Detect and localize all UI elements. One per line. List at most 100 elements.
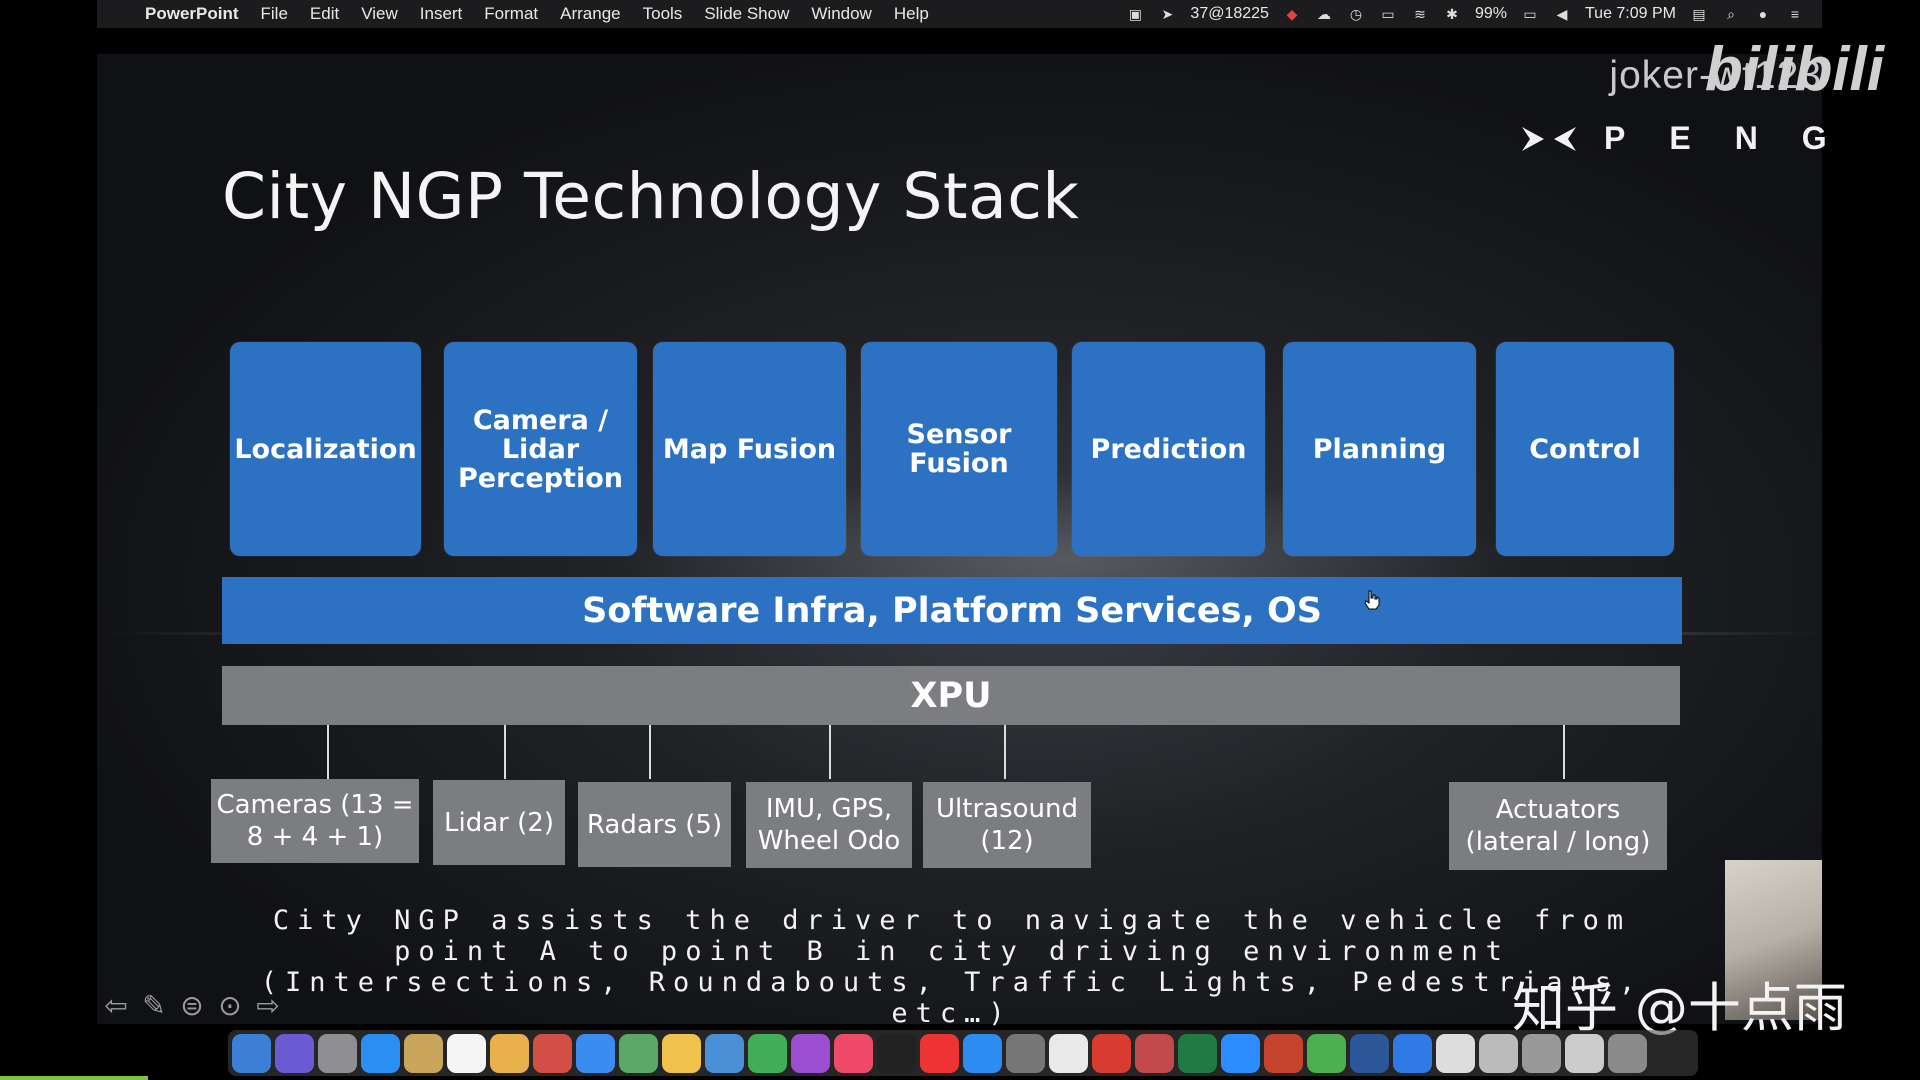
- cloud-icon[interactable]: ☁: [1316, 6, 1331, 22]
- connector-line: [829, 725, 831, 779]
- hw-radars: Radars (5): [578, 782, 731, 867]
- module-camera-lidar-perception: Camera / Lidar Perception: [444, 342, 637, 556]
- menu-format[interactable]: Format: [484, 4, 539, 23]
- menu-insert[interactable]: Insert: [419, 4, 463, 23]
- flag-icon[interactable]: ▤: [1692, 6, 1706, 22]
- menu-slide-show[interactable]: Slide Show: [704, 4, 790, 23]
- finder-icon[interactable]: [232, 1033, 271, 1073]
- module-prediction: Prediction: [1072, 342, 1265, 556]
- location-arrow-icon[interactable]: ➤: [1161, 6, 1174, 22]
- music-icon[interactable]: [834, 1033, 873, 1073]
- maps-icon[interactable]: [619, 1033, 658, 1073]
- location-text: 37@18225: [1190, 5, 1269, 22]
- xpeng-wordmark: PENG: [1604, 120, 1871, 156]
- hw-ultrasound: Ultrasound (12): [923, 782, 1091, 868]
- list-icon[interactable]: ≡: [1790, 6, 1800, 22]
- previous-slide-icon[interactable]: ⇦: [104, 988, 128, 1022]
- siri-app-icon[interactable]: [275, 1033, 314, 1073]
- menu-tools[interactable]: Tools: [642, 4, 683, 23]
- photos-icon[interactable]: [490, 1033, 529, 1073]
- podcasts-icon[interactable]: [791, 1033, 830, 1073]
- module-localization: Localization: [230, 342, 421, 556]
- wifi-icon[interactable]: ≋: [1414, 6, 1426, 22]
- module-map-fusion: Map Fusion: [653, 342, 846, 556]
- tv-icon[interactable]: [877, 1033, 916, 1073]
- menu-file[interactable]: File: [260, 4, 288, 23]
- slideshow-controls: ⇦ ✎ ⊜ ⊙ ⇨: [100, 988, 284, 1022]
- excel-icon[interactable]: [1178, 1033, 1217, 1073]
- module-control: Control: [1496, 342, 1674, 556]
- screenshots-stack-icon[interactable]: [1565, 1033, 1604, 1073]
- watermark-username: joker-wt123: [1609, 54, 1822, 97]
- slide-caption: City NGP assists the driver to navigate …: [260, 905, 1644, 1029]
- notes-icon[interactable]: [447, 1033, 486, 1073]
- battery-percent: 99%: [1474, 5, 1507, 22]
- pdf-app-icon[interactable]: [1393, 1033, 1432, 1073]
- next-slide-icon[interactable]: ⇨: [256, 988, 280, 1022]
- menu-view[interactable]: View: [361, 4, 398, 23]
- qr-code-icon[interactable]: [1436, 1033, 1475, 1073]
- hw-imu-gps-wheel-odo: IMU, GPS, Wheel Odo: [746, 782, 912, 868]
- progress-strip: [0, 1076, 148, 1080]
- volume-icon[interactable]: ◀: [1556, 6, 1568, 22]
- hw-actuators: Actuators (lateral / long): [1449, 782, 1667, 870]
- launchpad-icon[interactable]: [318, 1033, 357, 1073]
- search-icon[interactable]: ⌕: [1727, 6, 1735, 22]
- software-infra-bar: Software Infra, Platform Services, OS: [222, 577, 1682, 644]
- connector-line: [504, 725, 506, 779]
- word-icon[interactable]: [1350, 1033, 1389, 1073]
- connector-line: [327, 725, 329, 779]
- airplay-icon[interactable]: ▭: [1381, 6, 1395, 22]
- slides-overview-icon[interactable]: ⊜: [180, 988, 204, 1022]
- shield-icon[interactable]: ◆: [1286, 6, 1298, 22]
- zhihu-watermark: 知乎 @十点雨: [1512, 978, 1847, 1039]
- system-preferences-icon[interactable]: [1006, 1033, 1045, 1073]
- connector-line: [1563, 725, 1565, 779]
- battery-icon[interactable]: ▭: [1523, 6, 1537, 22]
- downloads-stack-icon[interactable]: [1479, 1033, 1518, 1073]
- menu-bar: PowerPoint File Edit View Insert Format …: [97, 0, 1822, 28]
- news-icon[interactable]: [920, 1033, 959, 1073]
- clock-icon[interactable]: ◷: [1349, 6, 1363, 22]
- trash-icon[interactable]: [1608, 1033, 1647, 1073]
- siri-icon[interactable]: ●: [1758, 6, 1768, 22]
- pages-icon[interactable]: [662, 1033, 701, 1073]
- module-sensor-fusion: Sensor Fusion: [861, 342, 1057, 556]
- more-options-icon[interactable]: ⊙: [218, 988, 242, 1022]
- bluetooth-icon[interactable]: ✱: [1446, 6, 1458, 22]
- presenter-webcam-overlay: [1725, 860, 1822, 1020]
- messages-icon[interactable]: [576, 1033, 615, 1073]
- menu-help[interactable]: Help: [893, 4, 929, 23]
- app-store-icon[interactable]: [963, 1033, 1002, 1073]
- menu-edit[interactable]: Edit: [309, 4, 340, 23]
- clock-text[interactable]: Tue 7:09 PM: [1584, 5, 1676, 22]
- powerpoint-icon[interactable]: [1264, 1033, 1303, 1073]
- module-planning: Planning: [1283, 342, 1476, 556]
- connector-line: [649, 725, 651, 779]
- slide-title: City NGP Technology Stack: [222, 160, 1080, 233]
- sourcetree-icon[interactable]: [1307, 1033, 1346, 1073]
- dock: [228, 1030, 1698, 1076]
- keynote-icon[interactable]: [705, 1033, 744, 1073]
- screen-record-icon[interactable]: ▣: [1128, 6, 1143, 22]
- connector-line: [1004, 725, 1006, 779]
- calendar-app-icon[interactable]: [1135, 1033, 1174, 1073]
- hand-cursor-icon: [1364, 590, 1380, 610]
- bilibili-logo: bilibili: [1704, 35, 1884, 104]
- pen-tool-icon[interactable]: ✎: [142, 988, 166, 1022]
- calendar-icon[interactable]: [533, 1033, 572, 1073]
- hw-lidar: Lidar (2): [433, 780, 565, 865]
- gmail-icon[interactable]: [1092, 1033, 1131, 1073]
- numbers-icon[interactable]: [748, 1033, 787, 1073]
- xpeng-mark-icon: [1522, 126, 1576, 151]
- zoom-icon[interactable]: [1221, 1033, 1260, 1073]
- documents-stack-icon[interactable]: [1522, 1033, 1561, 1073]
- menu-window[interactable]: Window: [811, 4, 872, 23]
- chrome-icon[interactable]: [1049, 1033, 1088, 1073]
- menu-arrange[interactable]: Arrange: [560, 4, 621, 23]
- xpu-bar: XPU: [222, 666, 1680, 725]
- safari-icon[interactable]: [361, 1033, 400, 1073]
- xpeng-logo: PENG: [1520, 120, 1871, 157]
- app-menu[interactable]: PowerPoint: [145, 4, 239, 23]
- notes-folder-icon[interactable]: [404, 1033, 443, 1073]
